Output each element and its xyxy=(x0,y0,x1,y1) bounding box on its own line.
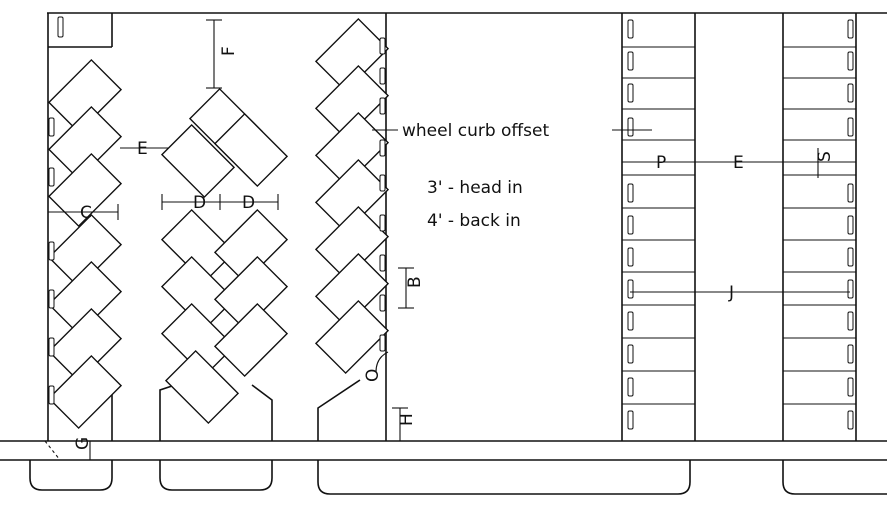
note-head-in: 3' - head in xyxy=(427,178,523,198)
label-d-right: D xyxy=(242,193,255,213)
perpendicular-stalls-left-column xyxy=(622,19,695,430)
wheel-stops-left xyxy=(48,16,64,405)
structure-lines xyxy=(0,12,887,495)
right-angled-stalls xyxy=(314,17,390,375)
label-j: J xyxy=(728,283,734,303)
label-d-left: D xyxy=(193,193,206,213)
left-angled-stalls xyxy=(47,16,123,430)
dimension-labels: E F C D D B O H G P E S J wheel curb off… xyxy=(73,46,835,450)
note-back-in: 4' - back in xyxy=(427,211,521,231)
label-p: P xyxy=(656,153,666,173)
label-e-left: E xyxy=(137,139,148,159)
label-b: B xyxy=(405,276,425,288)
perpendicular-stalls-right-column xyxy=(783,19,856,430)
middle-angled-stalls xyxy=(160,87,289,425)
label-o: O xyxy=(363,369,383,382)
label-h: H xyxy=(397,413,417,426)
dimension-lines xyxy=(44,19,856,461)
wheel-curb-offset-label: wheel curb offset xyxy=(402,121,549,141)
label-s: S xyxy=(815,151,835,162)
label-e-right: E xyxy=(733,153,744,173)
wheel-stops-right-angled xyxy=(379,37,386,352)
label-f: F xyxy=(219,46,239,56)
label-c: C xyxy=(80,203,92,223)
label-g: G xyxy=(73,437,93,450)
